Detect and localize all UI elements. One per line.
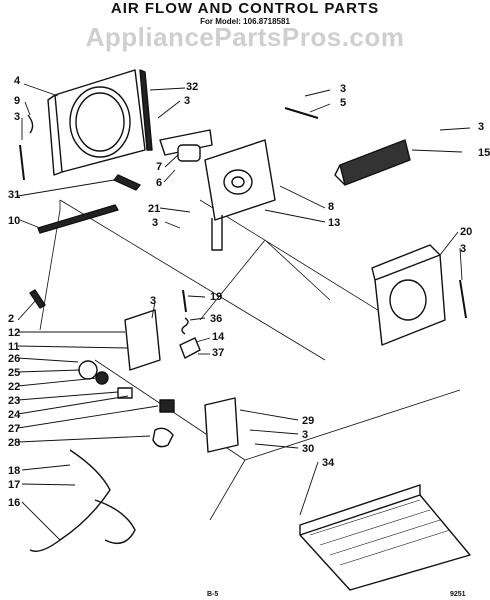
callout-7: 7: [156, 161, 162, 173]
callout-3: 3: [340, 83, 346, 95]
callout-29: 29: [302, 415, 314, 427]
callout-3: 3: [302, 429, 308, 441]
rod-5: [284, 107, 319, 119]
screw-19: [182, 289, 187, 313]
callout-3: 3: [184, 95, 190, 107]
callout-21: 21: [148, 203, 160, 215]
screw-3-right: [459, 279, 467, 319]
callout-5: 5: [340, 97, 346, 109]
capacitor-bracket: [159, 129, 213, 156]
motor-mount: [204, 139, 276, 251]
right-shroud: [371, 244, 446, 346]
callout-15: 15: [478, 147, 490, 159]
model-number: For Model: 106.8718581: [200, 17, 290, 26]
callout-19: 19: [210, 291, 222, 303]
screw-3: [19, 144, 25, 181]
callout-22: 22: [8, 381, 20, 393]
wire-harness: [29, 449, 111, 552]
base-pan: [299, 484, 471, 591]
bracket-31: [113, 174, 141, 191]
callout-11: 11: [8, 341, 20, 353]
switch-23: [117, 387, 133, 399]
callout-18: 18: [8, 465, 20, 477]
assembly-outline: [39, 199, 411, 361]
callout-37: 37: [212, 347, 224, 359]
clip-9: [27, 114, 34, 134]
capacitor: [177, 144, 201, 162]
callout-4: 4: [14, 75, 21, 87]
filter-15: [334, 139, 411, 186]
diagram-code: 9251: [450, 591, 466, 598]
fan-shroud: [47, 69, 146, 176]
callout-31: 31: [8, 189, 20, 201]
callout-8: 8: [328, 201, 334, 213]
callout-24: 24: [8, 409, 21, 421]
callout-32: 32: [186, 81, 198, 93]
assembly-outline-lower: [94, 359, 461, 521]
callout-3: 3: [150, 295, 156, 307]
spring-36: [181, 317, 189, 335]
knob-25: [78, 360, 98, 380]
callout-27: 27: [8, 423, 20, 435]
diagram-title: AIR FLOW AND CONTROL PARTS: [110, 0, 380, 17]
callout-30: 30: [302, 443, 314, 455]
callout-20: 20: [460, 226, 472, 238]
plug-28: [152, 427, 174, 448]
callout-28: 28: [8, 437, 20, 449]
callout-3: 3: [152, 217, 158, 229]
callout-12: 12: [8, 327, 20, 339]
callout-6: 6: [156, 177, 162, 189]
callout-14: 14: [212, 331, 225, 343]
callout-25: 25: [8, 367, 20, 379]
callout-3: 3: [478, 121, 484, 133]
page-number: B-5: [207, 591, 218, 598]
callout-2: 2: [8, 313, 14, 325]
callout-17: 17: [8, 479, 20, 491]
callout-23: 23: [8, 395, 20, 407]
leader-lines: [17, 83, 471, 541]
callout-34: 34: [322, 457, 335, 469]
callout-16: 16: [8, 497, 20, 509]
callout-3: 3: [460, 243, 466, 255]
control-bracket: [124, 309, 161, 371]
callout-26: 26: [8, 353, 20, 365]
callout-9: 9: [14, 95, 20, 107]
callout-10: 10: [8, 215, 20, 227]
watermark-text: AppliancePartsPros.com: [85, 22, 405, 52]
wire-harness-2: [94, 499, 136, 544]
strip-10: [37, 204, 119, 234]
callout-13: 13: [328, 217, 340, 229]
strip-32: [139, 69, 153, 151]
knob-2: [29, 289, 46, 309]
knob-22: [95, 371, 109, 385]
control-panel: [204, 397, 239, 453]
callout-36: 36: [210, 313, 222, 325]
callout-3: 3: [14, 111, 20, 123]
switch-27: [159, 399, 175, 413]
lever-14: [179, 337, 201, 359]
